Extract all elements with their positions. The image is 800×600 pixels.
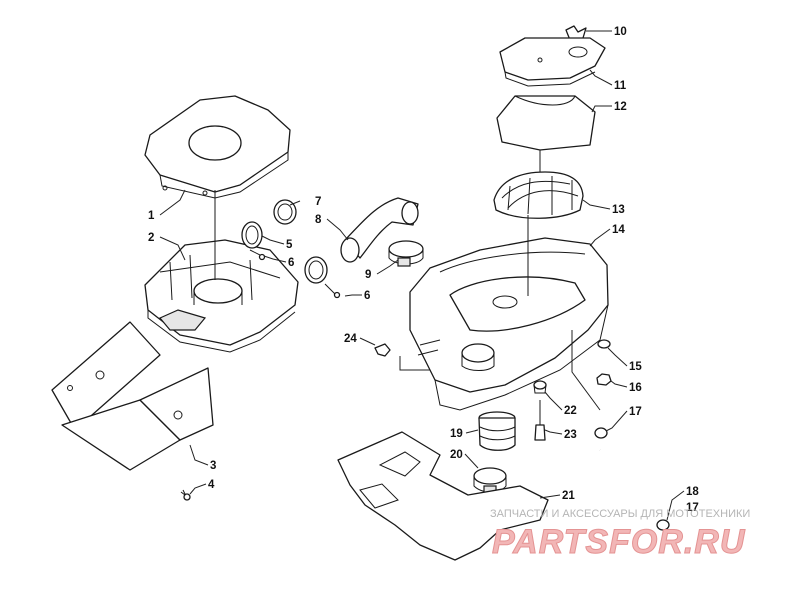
callout-19: 19 <box>450 428 463 440</box>
part-4-screw <box>180 489 191 501</box>
callout-6-upper: 6 <box>288 257 294 269</box>
callout-1: 1 <box>148 210 155 222</box>
part-14-main-airbox <box>409 215 609 411</box>
callout-13: 13 <box>612 204 625 216</box>
watermark-logo: PARTSFOR.RU <box>492 523 746 561</box>
part-18-drain-hose <box>599 449 663 521</box>
part-5-coupler <box>241 221 263 249</box>
leader-lines <box>159 30 685 521</box>
part-9-hose-clamp <box>388 240 424 267</box>
part-17-clamp-lower <box>656 519 670 531</box>
part-24-clip <box>374 343 391 357</box>
part-20-clamp <box>473 467 507 495</box>
callout-17-upper: 17 <box>629 406 642 418</box>
watermark: ЗАПЧАСТИ И АКСЕССУАРЫ ДЛЯ МОТОТЕХНИКИ PA… <box>490 508 750 562</box>
watermark-caption: ЗАПЧАСТИ И АКСЕССУАРЫ ДЛЯ МОТОТЕХНИКИ <box>490 508 750 520</box>
callout-22: 22 <box>564 405 577 417</box>
part-17-clamp-upper <box>594 427 608 439</box>
part-12-filter-housing-top <box>496 95 596 151</box>
callout-24: 24 <box>344 333 357 345</box>
part-7-coupler <box>273 199 297 225</box>
part-3-heat-shield <box>51 321 214 471</box>
callout-5: 5 <box>286 239 293 251</box>
part-15-grommet <box>597 339 611 349</box>
part-16-nut <box>596 373 612 386</box>
callout-2: 2 <box>148 232 154 244</box>
part-2-airbox-base <box>144 190 299 353</box>
part-6-clamp-lower <box>304 256 341 299</box>
callout-9: 9 <box>365 269 371 281</box>
part-6-clamp-screw-upper <box>249 249 266 261</box>
callout-18: 18 <box>686 486 699 498</box>
callout-23: 23 <box>564 429 577 441</box>
callout-12: 12 <box>614 101 627 113</box>
callout-16: 16 <box>629 382 642 394</box>
callout-21: 21 <box>562 490 575 502</box>
part-19-boot <box>478 411 516 451</box>
callout-7: 7 <box>315 196 321 208</box>
callout-20: 20 <box>450 449 463 461</box>
callout-3: 3 <box>210 460 216 472</box>
callout-labels: 1 2 3 4 5 6 6 7 8 9 10 11 12 13 14 15 16… <box>148 26 699 514</box>
callout-11: 11 <box>614 80 627 92</box>
part-8-intake-duct <box>340 197 419 263</box>
callout-6-lower: 6 <box>364 290 370 302</box>
callout-8: 8 <box>315 214 322 226</box>
part-1-cover-plate <box>144 95 291 199</box>
part-21-gasket <box>337 431 549 561</box>
callout-10: 10 <box>614 26 627 38</box>
callout-15: 15 <box>629 361 642 373</box>
callout-14: 14 <box>612 224 625 236</box>
callout-17-lower: 17 <box>686 502 699 514</box>
part-23-drain-plug <box>534 400 546 441</box>
part-22-grommet <box>533 380 547 394</box>
part-13-air-filter <box>493 150 584 219</box>
callout-4: 4 <box>208 479 215 491</box>
part-11-filter-cover-plate <box>499 37 606 87</box>
